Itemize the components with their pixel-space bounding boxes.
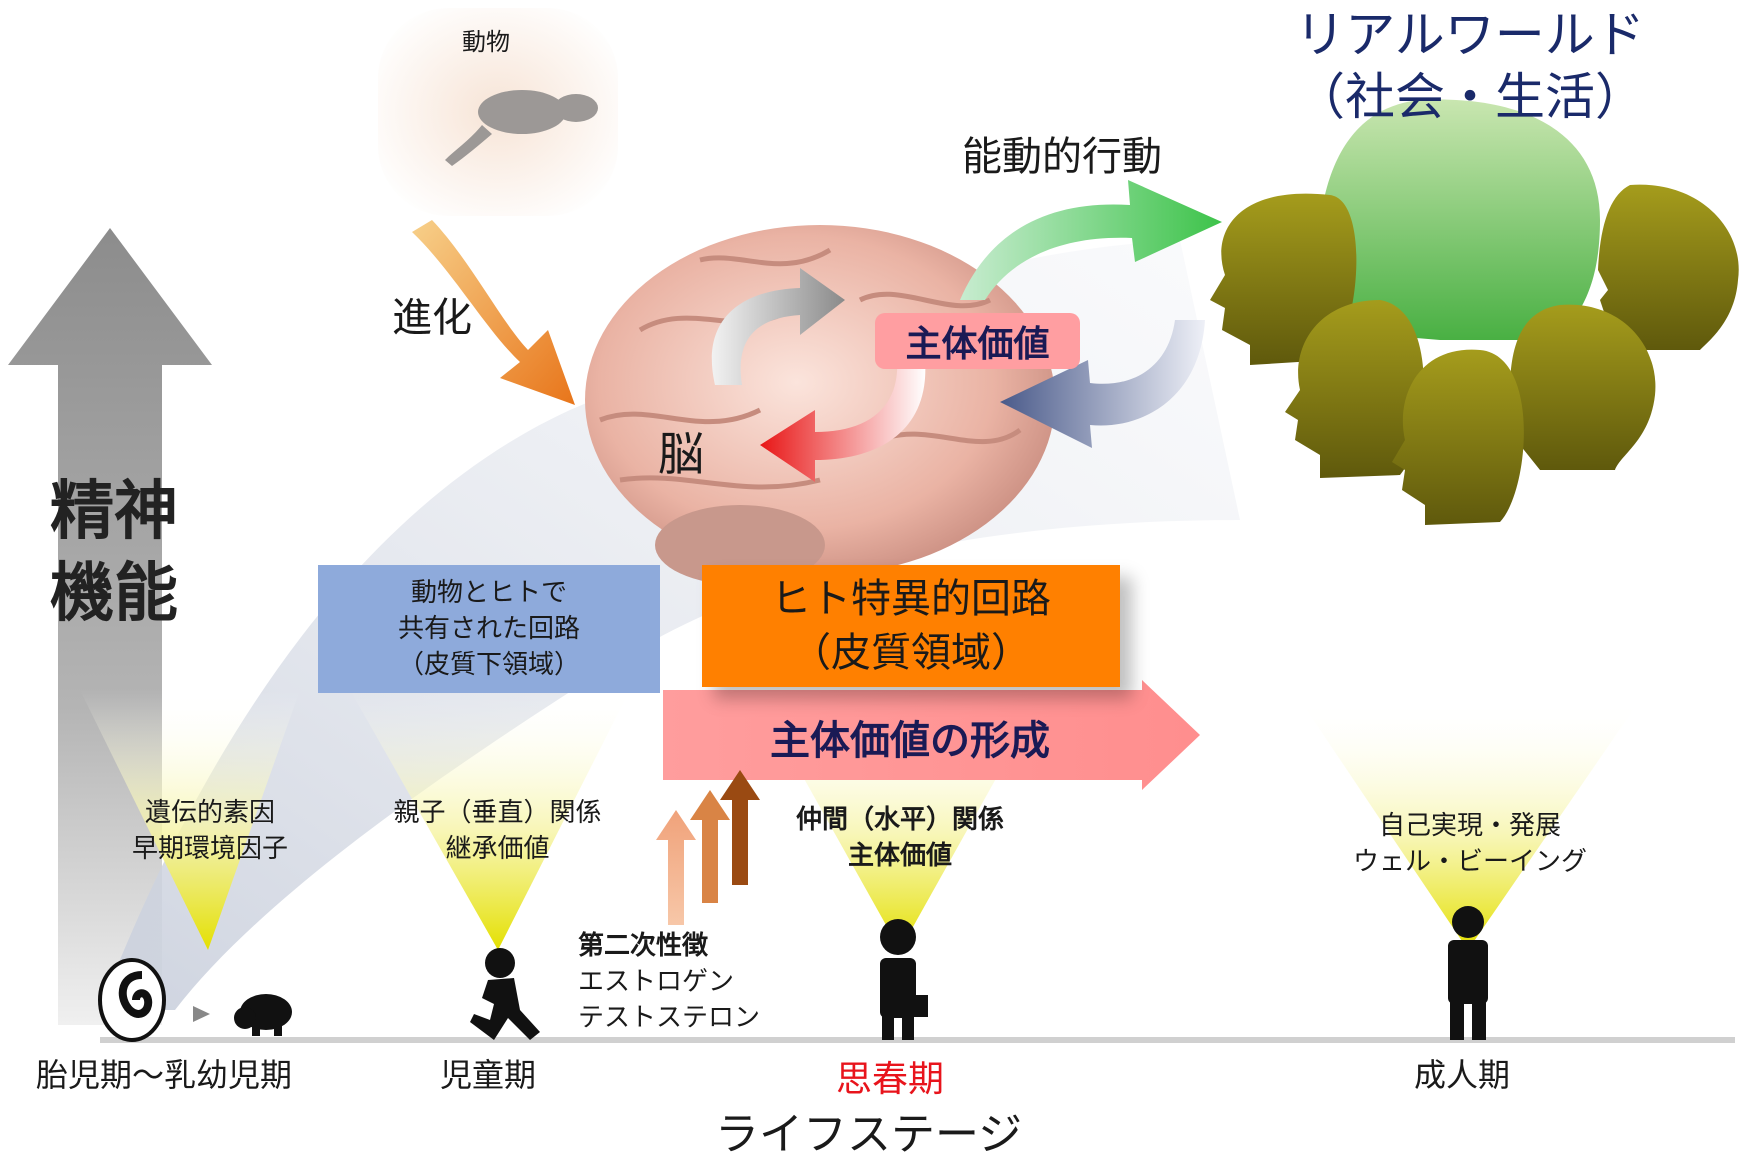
spot-puberty-line-1: 仲間（水平）関係 bbox=[795, 805, 1004, 835]
shared-circuit-line-1: 動物とヒトで bbox=[410, 578, 567, 608]
subjective-value-badge: 主体価値 bbox=[875, 313, 1080, 369]
baby-crawling-icon bbox=[234, 994, 292, 1036]
spot-puberty-text: 仲間（水平）関係 主体価値 bbox=[765, 802, 1035, 874]
real-world-line-2: （社会・生活） bbox=[1295, 68, 1645, 126]
active-behavior-arrow bbox=[960, 180, 1222, 300]
shared-circuit-line-3: （皮質下領域） bbox=[397, 650, 580, 680]
hormones-text: 第二次性徴 エストロゲン テストステロン bbox=[578, 928, 760, 1036]
spot-child-text: 親子（垂直）関係 継承価値 bbox=[365, 795, 630, 867]
feedback-arrow bbox=[1000, 320, 1205, 448]
hormone-arrows bbox=[656, 770, 760, 925]
human-circuit-line-2: （皮質領域） bbox=[791, 630, 1031, 676]
spot-infant-line-1: 遺伝的素因 bbox=[144, 798, 275, 828]
spotlight-infant bbox=[80, 690, 300, 950]
spot-child-line-1: 親子（垂直）関係 bbox=[393, 798, 602, 828]
evolution-label: 進化 bbox=[392, 295, 472, 341]
head-olive-5 bbox=[1392, 349, 1524, 525]
spot-infant-text: 遺伝的素因 早期環境因子 bbox=[100, 795, 320, 867]
teen-icon bbox=[880, 919, 928, 1040]
spot-adult-line-2: ウェル・ビーイング bbox=[1352, 847, 1587, 877]
stage-adult: 成人期 bbox=[1414, 1056, 1511, 1094]
formation-arrow bbox=[663, 680, 1200, 790]
fetus-icon bbox=[98, 958, 166, 1042]
spot-child-line-2: 継承価値 bbox=[445, 834, 550, 864]
head-green bbox=[1316, 99, 1600, 340]
spotlight-adult bbox=[1300, 700, 1640, 950]
hormones-title: 第二次性徴 bbox=[578, 931, 709, 961]
stage-infant: 胎児期〜乳幼児期 bbox=[36, 1056, 293, 1094]
spot-puberty-line-2: 主体価値 bbox=[847, 841, 952, 871]
shared-circuit-line-2: 共有された回路 bbox=[397, 614, 580, 644]
rat-brain-icon bbox=[445, 90, 598, 166]
spot-infant-line-2: 早期環境因子 bbox=[131, 834, 288, 864]
mental-function-label-1: 精神 bbox=[50, 475, 178, 549]
small-arrow-icon bbox=[193, 1006, 210, 1022]
brain-label: 脳 bbox=[658, 427, 704, 481]
real-world-title: リアルワールド （社会・生活） bbox=[1270, 4, 1670, 128]
ground-line bbox=[100, 1037, 1735, 1043]
stage-puberty: 思春期 bbox=[836, 1059, 945, 1100]
stage-child: 児童期 bbox=[440, 1056, 537, 1094]
adult-icon bbox=[1448, 906, 1488, 1040]
hormones-line-1: エストロゲン bbox=[578, 967, 735, 997]
society-heads bbox=[1210, 99, 1739, 525]
life-stage-axis-label: ライフステージ bbox=[715, 1109, 1023, 1160]
human-circuit-box: ヒト特異的回路 （皮質領域） bbox=[702, 565, 1120, 687]
head-olive-4 bbox=[1510, 304, 1656, 470]
evolution-arrow bbox=[412, 220, 575, 405]
spot-adult-text: 自己実現・発展 ウェル・ビーイング bbox=[1320, 808, 1620, 880]
subjective-value-text: 主体価値 bbox=[905, 324, 1050, 365]
active-behavior-label: 能動的行動 bbox=[962, 134, 1162, 180]
red-cycle-arrow bbox=[760, 360, 926, 482]
gray-cycle-arrow bbox=[711, 268, 845, 385]
brain-image bbox=[585, 225, 1055, 585]
head-olive-3 bbox=[1285, 300, 1424, 478]
hormones-line-2: テストステロン bbox=[578, 1003, 761, 1033]
human-circuit-line-1: ヒト特異的回路 bbox=[771, 576, 1051, 622]
head-olive-2 bbox=[1598, 184, 1739, 350]
real-world-line-1: リアルワールド bbox=[1295, 6, 1645, 64]
shared-circuit-box: 動物とヒトで 共有された回路 （皮質下領域） bbox=[318, 565, 660, 693]
spotlight-child bbox=[350, 690, 630, 950]
spot-adult-line-1: 自己実現・発展 bbox=[1378, 811, 1561, 841]
animal-label: 動物 bbox=[462, 28, 510, 56]
child-running-icon bbox=[470, 948, 540, 1040]
formation-label: 主体価値の形成 bbox=[770, 718, 1050, 764]
mental-function-label-2: 機能 bbox=[50, 557, 178, 631]
